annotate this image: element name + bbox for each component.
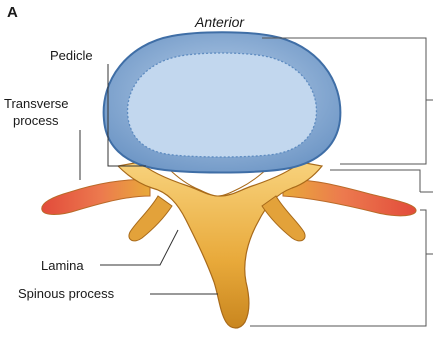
arch-bracket xyxy=(250,210,426,326)
spinous-process-label: Spinous process xyxy=(18,286,114,301)
transverse-process-label-line1: Transverse xyxy=(4,96,69,111)
panel-letter: A xyxy=(7,5,18,20)
right-articular-process xyxy=(262,196,305,241)
left-transverse-process xyxy=(42,180,150,215)
lamina-label: Lamina xyxy=(41,258,84,273)
transverse-process-label-line2: process xyxy=(13,113,59,128)
vertebral-body-endplate xyxy=(128,53,317,157)
right-transverse-process xyxy=(283,180,416,216)
left-articular-process xyxy=(129,196,172,241)
anterior-label: Anterior xyxy=(195,15,244,30)
pedicle-label: Pedicle xyxy=(50,48,93,63)
